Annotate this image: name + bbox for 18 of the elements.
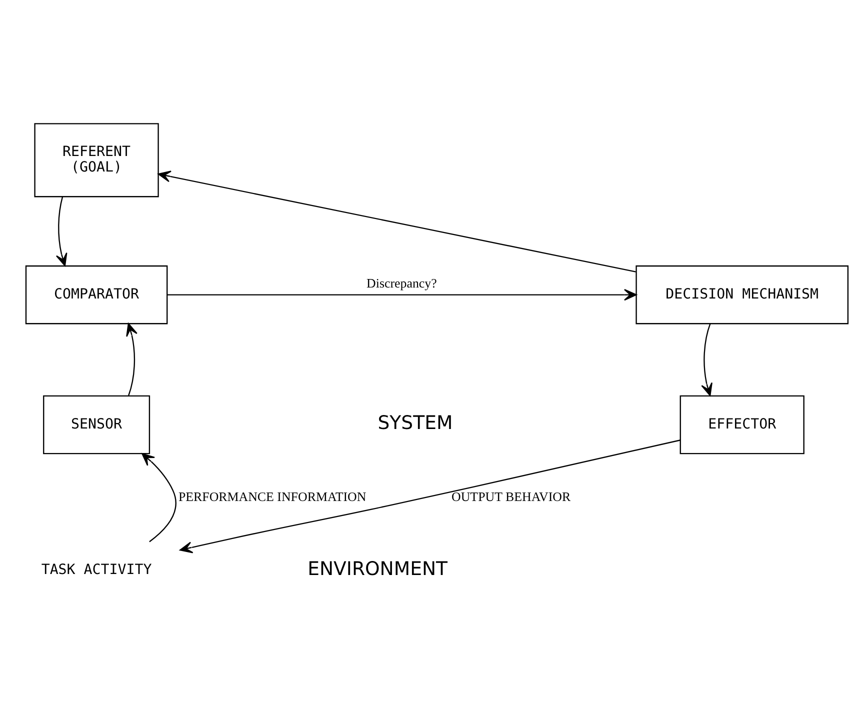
edge-label: PERFORMANCE INFORMATION [178, 488, 366, 504]
arrow [126, 323, 138, 396]
arrow [180, 440, 680, 554]
node-text: TASK ACTIVITY [41, 562, 152, 578]
arrow [167, 288, 637, 301]
node-box: EFFECTOR [680, 395, 804, 454]
arrow [158, 170, 636, 272]
node-box: REFERENT (GOAL) [34, 123, 159, 198]
arrow [56, 196, 68, 266]
node-box: SENSOR [43, 395, 150, 454]
arrow [142, 453, 176, 542]
node-box: COMPARATOR [25, 265, 168, 324]
edge-label: OUTPUT BEHAVIOR [452, 488, 571, 504]
arrow [701, 323, 712, 396]
label: SYSTEM [378, 413, 453, 434]
node-box: DECISION MECHANISM [636, 265, 849, 324]
label: ENVIRONMENT [308, 559, 448, 580]
edge-label: Discrepancy? [366, 276, 437, 291]
